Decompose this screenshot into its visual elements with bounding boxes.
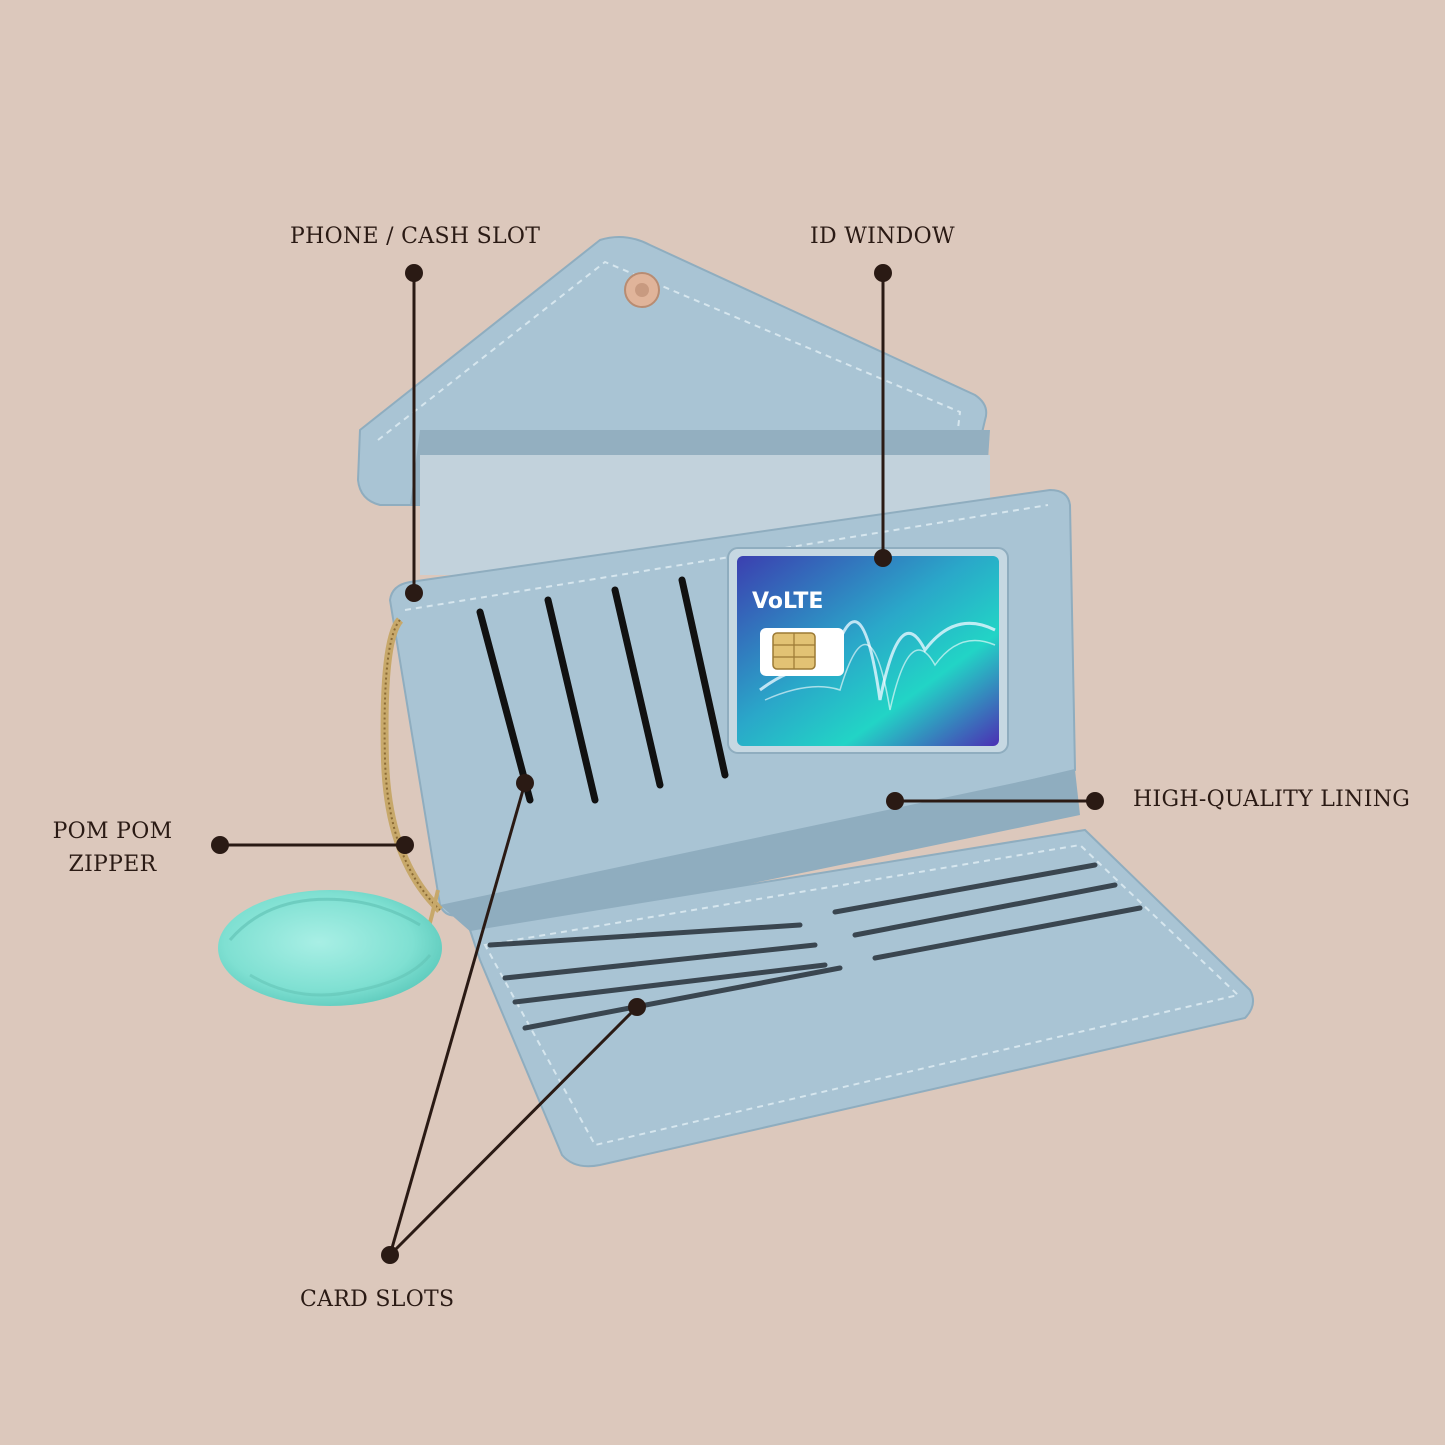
callout-id-window: [874, 264, 892, 567]
label-card-slots: CARD SLOTS: [300, 1287, 455, 1312]
label-id-window: ID WINDOW: [810, 224, 955, 249]
label-pom-pom-zipper: POM POM ZIPPER: [40, 815, 185, 881]
label-high-quality-lining: HIGH-QUALITY LINING: [1133, 787, 1411, 812]
callout-pom-pom-zipper: [211, 836, 414, 854]
horizontal-card-slots: [487, 862, 1143, 1031]
label-pom-pom-line1: POM POM: [52, 819, 173, 844]
lower-interior-panel: [440, 770, 1255, 1168]
snap-button: [624, 272, 660, 308]
label-pom-pom-line2: ZIPPER: [68, 852, 157, 877]
id-card-text: VoLTE: [752, 589, 823, 614]
callout-phone-cash-slot: [405, 264, 423, 602]
id-window: VoLTE: [727, 547, 1009, 754]
callout-lines: [211, 264, 1104, 1264]
vertical-card-slots: [476, 576, 729, 804]
callout-high-quality-lining: [886, 792, 1104, 810]
label-phone-cash-slot: PHONE / CASH SLOT: [290, 224, 541, 249]
callout-card-slots: [381, 774, 646, 1264]
pom-pom-zipper-charm: [218, 889, 442, 1006]
